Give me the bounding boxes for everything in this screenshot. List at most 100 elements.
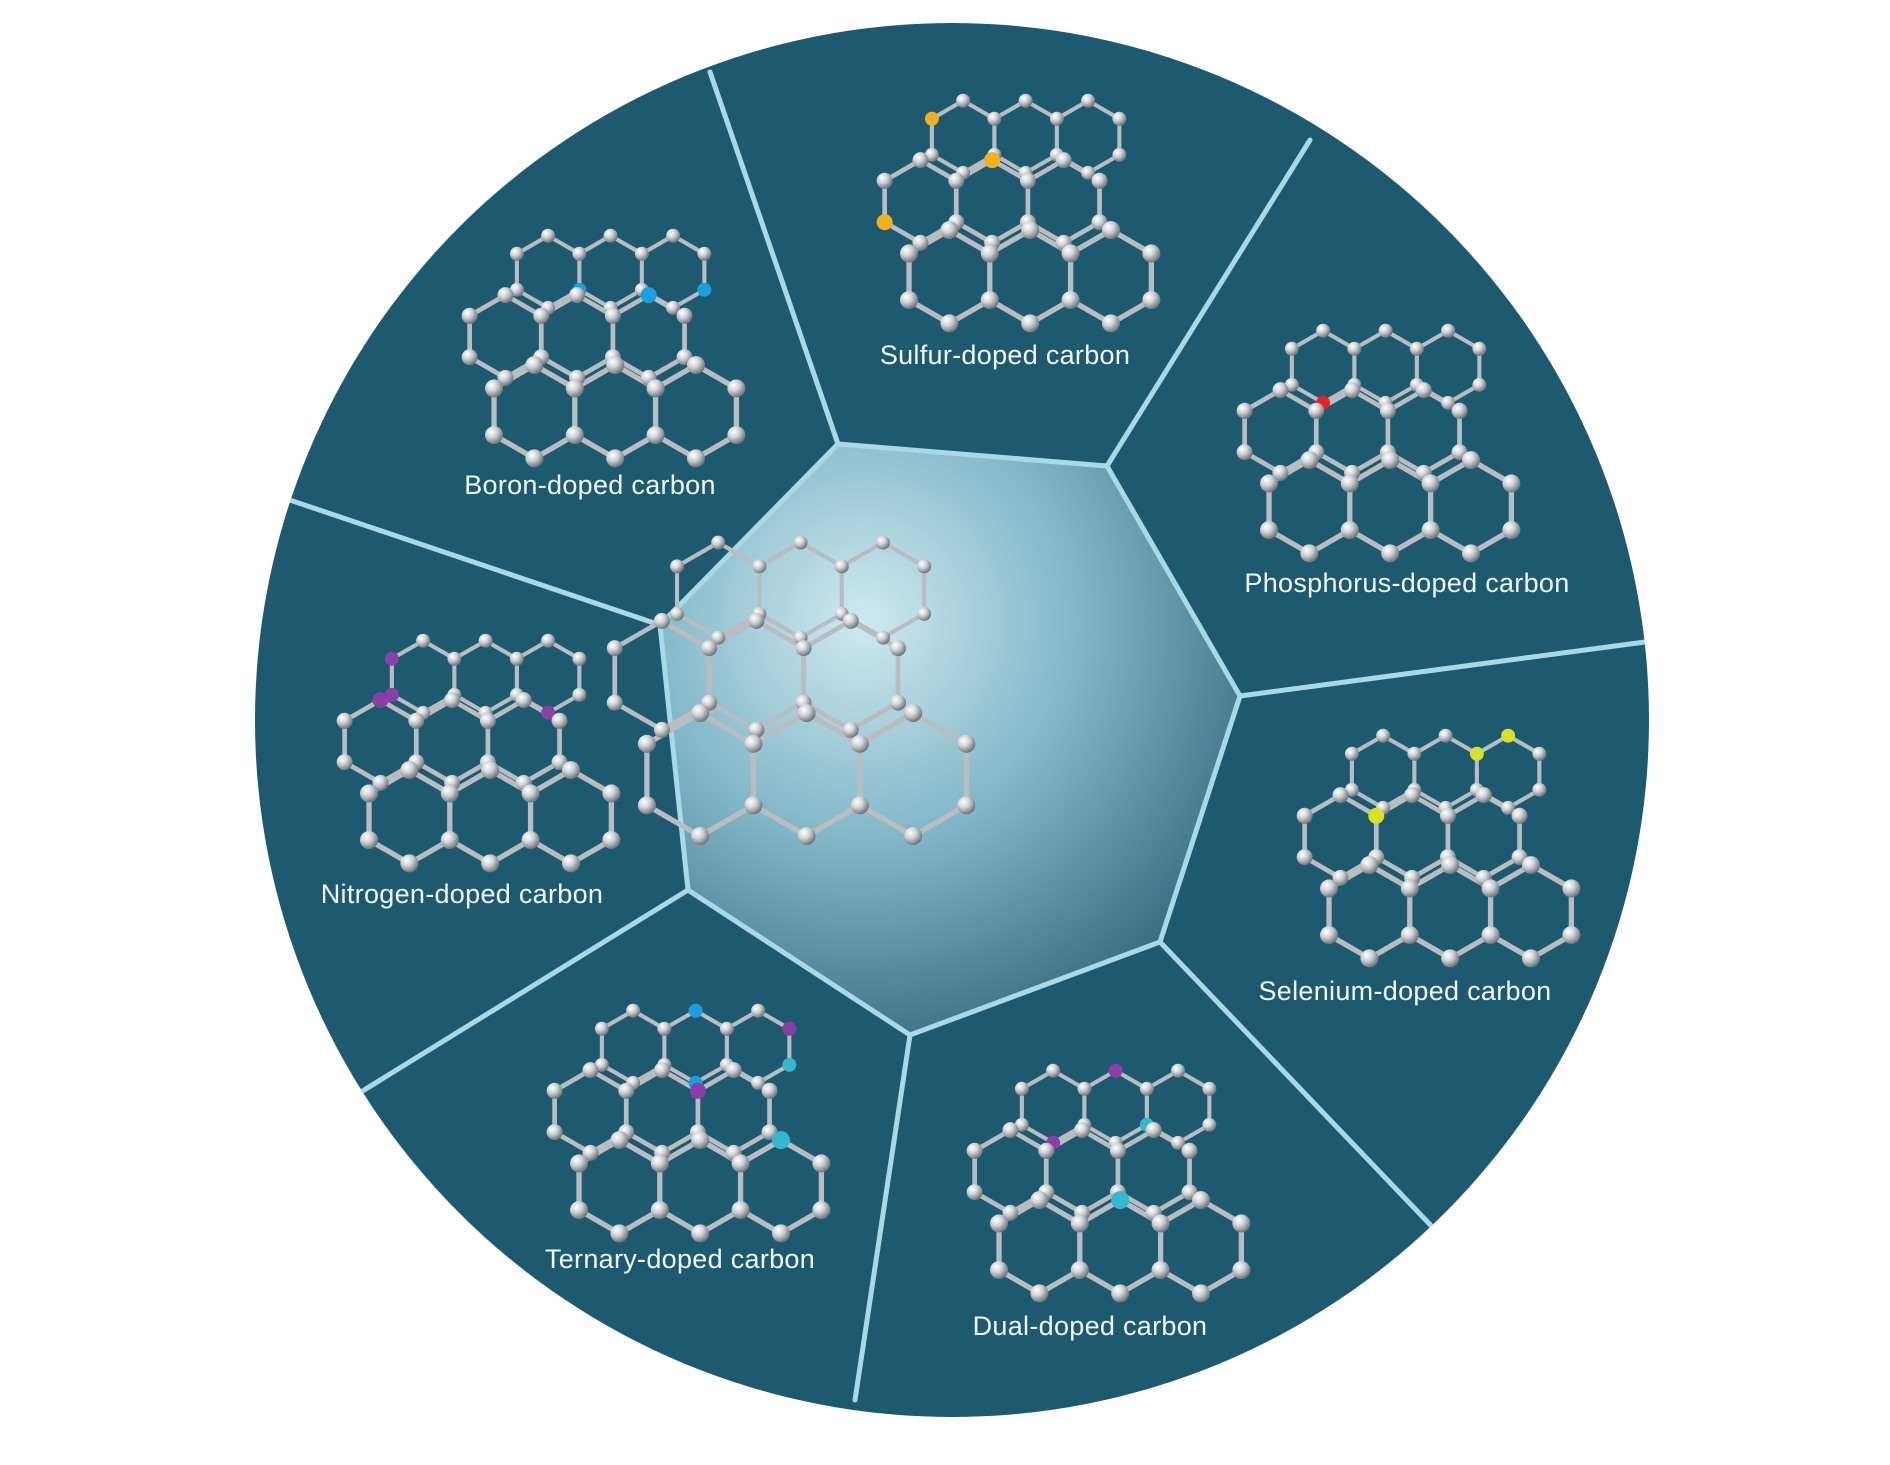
carbon-atom — [1340, 521, 1359, 540]
carbon-atom — [1081, 165, 1096, 180]
carbon-atom — [606, 694, 623, 711]
bond — [612, 700, 665, 733]
carbon-atom — [1061, 244, 1080, 263]
carbon-atom — [1438, 728, 1453, 743]
carbon-atom — [748, 612, 765, 629]
carbon-atom — [509, 246, 524, 261]
carbon-atom — [990, 1261, 1009, 1280]
carbon-atom — [1061, 291, 1080, 310]
carbon-atom — [515, 692, 532, 709]
carbon-atom — [606, 356, 625, 375]
carbon-atom — [1109, 1142, 1126, 1159]
carbon-atom — [1232, 1214, 1251, 1233]
carbon-atom — [752, 559, 767, 574]
bond — [750, 710, 810, 747]
carbon-atom — [691, 1131, 710, 1150]
bond — [798, 540, 844, 569]
carbon-atom — [582, 1062, 599, 1079]
carbon-atom — [1344, 782, 1359, 797]
carbon-atom — [748, 721, 765, 738]
carbon-atom — [610, 1224, 629, 1243]
carbon-atom — [626, 1003, 641, 1018]
carbon-atom — [360, 784, 379, 803]
carbon-atom — [561, 854, 580, 873]
carbon-atom — [980, 244, 999, 263]
dopant-atom — [984, 152, 1001, 169]
carbon-atom — [461, 307, 478, 324]
bond — [612, 618, 665, 651]
bond — [757, 611, 803, 640]
carbon-atom — [940, 314, 959, 333]
carbon-atom — [1046, 1063, 1061, 1078]
carbon-atom — [551, 712, 568, 729]
carbon-atom — [912, 152, 929, 169]
carbon-atom — [1101, 221, 1120, 240]
bond — [880, 611, 927, 640]
carbon-atom — [900, 244, 919, 263]
carbon-atom — [1421, 474, 1440, 493]
carbon-atom — [1562, 926, 1581, 945]
carbon-atom — [408, 712, 425, 729]
carbon-atom — [541, 633, 556, 648]
carbon-atom — [497, 287, 514, 304]
selenium-doped-lattice — [1296, 728, 1581, 968]
carbon-atom — [1145, 1122, 1162, 1139]
carbon-atom — [1379, 402, 1396, 419]
carbon-atom — [1151, 1214, 1170, 1233]
carbon-atom — [461, 349, 478, 366]
carbon-atom — [1532, 746, 1547, 761]
carbon-atom — [966, 1142, 983, 1159]
carbon-atom — [521, 831, 540, 850]
dopant-atom — [688, 1003, 703, 1018]
carbon-atom — [676, 307, 693, 324]
carbon-atom — [1320, 926, 1339, 945]
carbon-atom — [570, 1154, 589, 1173]
carbon-atom — [850, 734, 869, 753]
carbon-atom — [1481, 879, 1500, 898]
carbon-atom — [1081, 93, 1096, 108]
carbon-atom — [987, 111, 1002, 126]
carbon-atom — [1296, 849, 1313, 866]
carbon-atom — [1439, 807, 1456, 824]
carbon-atom — [751, 1075, 766, 1090]
carbon-atom — [1332, 787, 1349, 804]
nitrogen-doped-label: Nitrogen-doped carbon — [321, 879, 603, 909]
carbon-atom — [771, 1224, 790, 1243]
dopant-atom — [1469, 746, 1484, 761]
carbon-atom — [525, 449, 544, 468]
carbon-atom — [940, 221, 959, 240]
carbon-atom — [727, 426, 746, 445]
carbon-atom — [1111, 1284, 1130, 1303]
carbon-atom — [1151, 1261, 1170, 1280]
bond — [798, 611, 844, 640]
bond — [754, 618, 806, 651]
dopant-atom — [876, 214, 893, 231]
carbon-atom — [1091, 172, 1108, 189]
carbon-atom — [1038, 1142, 1055, 1159]
carbon-atom — [653, 721, 670, 738]
center-panel — [657, 441, 1243, 1038]
carbon-atom — [842, 612, 859, 629]
carbon-atom — [719, 1021, 734, 1036]
carbon-atom — [948, 172, 965, 189]
carbon-atom — [980, 291, 999, 310]
carbon-atom — [604, 307, 621, 324]
carbon-atom — [606, 640, 623, 657]
carbon-atom — [890, 694, 907, 711]
carbon-atom — [1260, 521, 1279, 540]
carbon-atom — [1030, 1284, 1049, 1303]
carbon-atom — [1340, 474, 1359, 493]
carbon-atom — [336, 754, 353, 771]
carbon-atom — [666, 300, 681, 315]
carbon-atom — [876, 535, 890, 550]
carbon-atom — [1421, 521, 1440, 540]
carbon-atom — [603, 228, 618, 243]
carbon-atom — [701, 640, 718, 657]
bond — [674, 611, 721, 640]
carbon-atom — [646, 426, 665, 445]
carbon-atom — [904, 704, 923, 723]
dopant-atom — [689, 1082, 706, 1099]
dopant-atom — [697, 282, 712, 297]
divider-line — [272, 492, 663, 628]
bond — [803, 710, 863, 747]
